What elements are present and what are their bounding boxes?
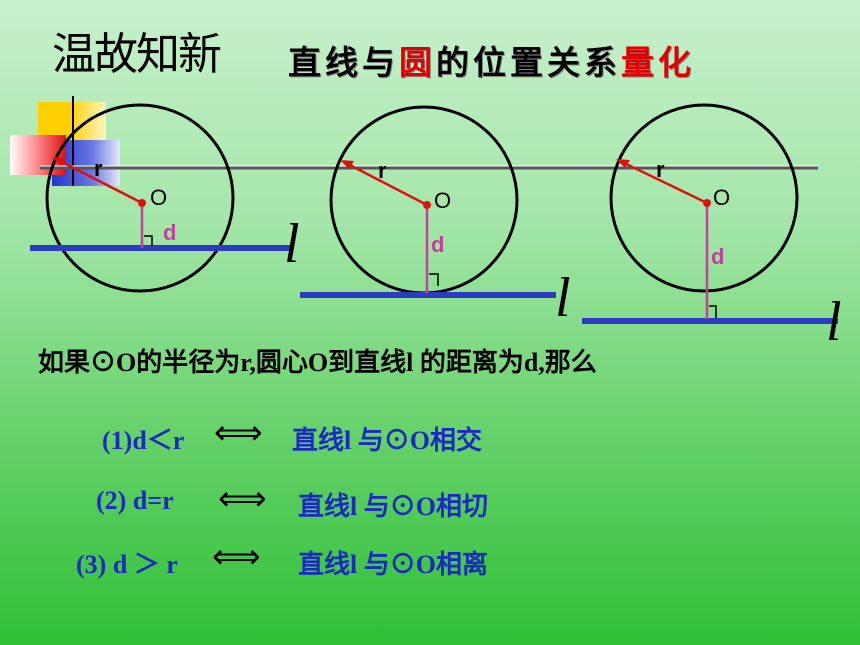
circle	[329, 105, 519, 295]
radius-label-3: r	[656, 157, 665, 182]
center-label-3: O	[713, 185, 731, 210]
double-arrow-icon: ⟺	[214, 413, 263, 453]
center-label-1: O	[150, 185, 168, 210]
case-1-relation: 直线l 与⊙O相交	[292, 426, 482, 455]
diagram-intersect	[30, 103, 290, 293]
intro-text: 如果⊙O的半径为r,圆心O到直线l 的距离为d,那么	[38, 348, 597, 377]
title-part2: 的位置关系	[436, 43, 621, 82]
right-angle-mark	[429, 273, 439, 286]
radius-arrowhead	[52, 157, 66, 166]
radius-label-1: r	[94, 156, 103, 181]
case-3-relation: 直线l 与⊙O相离	[298, 550, 488, 579]
radius-arrowhead	[616, 159, 630, 168]
line-label-1: l	[284, 213, 300, 275]
radius-arrowhead	[340, 160, 354, 169]
double-arrow-icon: ⟺	[212, 537, 261, 577]
title-highlight-quantify: 量化	[621, 43, 695, 82]
decor-vertical-line	[72, 96, 74, 186]
page-title: 直线与圆的位置关系量化	[288, 36, 695, 84]
case-2-relation: 直线l 与⊙O相切	[298, 492, 488, 521]
line-label-3: l	[826, 291, 842, 353]
case-1-condition: (1)d＜r	[102, 426, 185, 455]
line-label-2: l	[555, 267, 571, 329]
diagram-separate	[582, 103, 838, 324]
right-angle-mark	[709, 305, 717, 318]
radius	[345, 161, 428, 207]
distance-label-1: d	[163, 220, 177, 245]
radius	[57, 158, 143, 205]
circle	[45, 103, 235, 293]
right-angle-mark	[144, 235, 153, 246]
warmup-label: 温故知新	[52, 29, 222, 80]
distance-label-2: d	[431, 232, 445, 257]
center-point	[138, 199, 146, 207]
circle	[609, 103, 799, 293]
title-part1: 直线与	[288, 43, 399, 82]
radius	[621, 160, 708, 205]
radius-label-2: r	[378, 158, 387, 183]
center-point	[423, 201, 431, 209]
center-label-2: O	[434, 188, 452, 213]
case-3-condition: (3) d ＞ r	[76, 550, 178, 579]
center-point	[703, 199, 711, 207]
double-arrow-icon: ⟺	[218, 479, 267, 519]
title-highlight-circle: 圆	[399, 43, 436, 82]
diagram-tangent	[300, 105, 556, 298]
distance-label-3: d	[711, 244, 725, 269]
case-2-condition: (2) d=r	[96, 486, 174, 515]
